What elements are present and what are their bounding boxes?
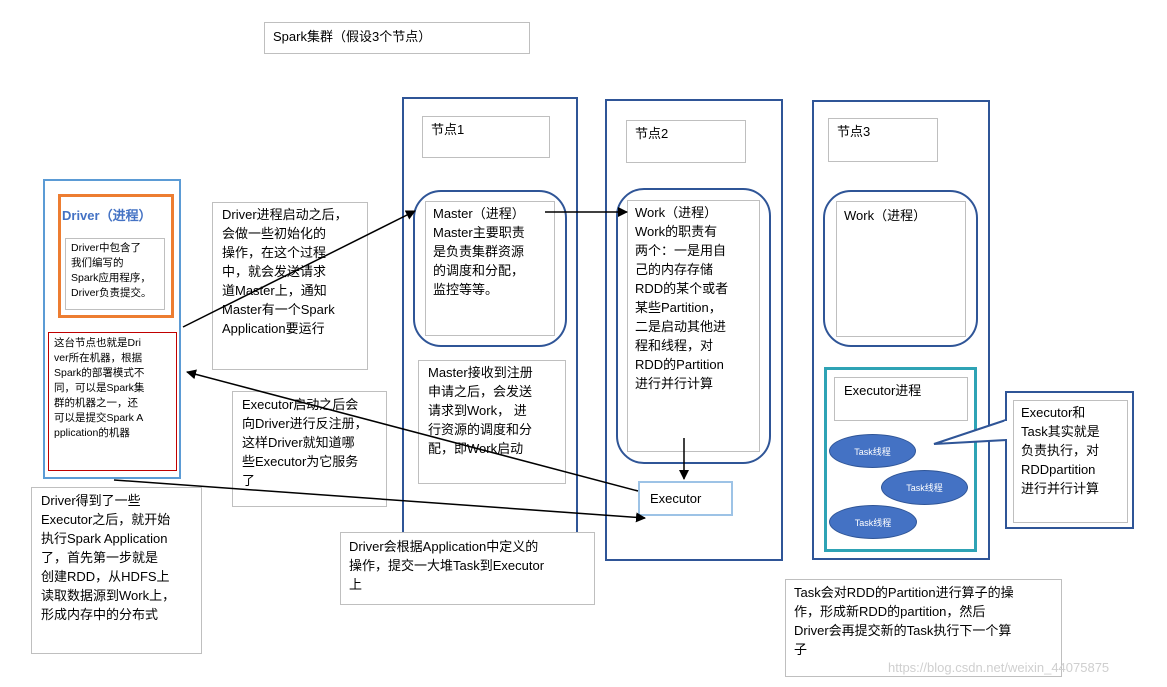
driver-process-box xyxy=(58,194,174,318)
note-driver-start: Driver进程启动之后， 会做一些初始化的 操作，在这个过程 中，就会发送请求… xyxy=(212,202,368,370)
driver-node xyxy=(43,179,181,479)
work-text-node2: Work（进程） Work的职责有 两个：一是用自 己的内存存储 RDD的某个或… xyxy=(627,200,760,452)
executor-label-node3: Executor进程 xyxy=(834,377,968,421)
work-label-node3: Work（进程） xyxy=(836,201,966,337)
task-thread-3: Task线程 xyxy=(829,505,917,539)
node3 xyxy=(812,100,990,560)
note-master-receive: Master接收到注册 申请之后，会发送 请求到Work， 进 行资源的调度和分… xyxy=(418,360,566,484)
executor-node2: Executor xyxy=(638,481,733,516)
driver-description: Driver中包含了 我们编写的 Spark应用程序， Driver负责提交。 xyxy=(65,238,165,310)
note-task-operation: Task会对RDD的Partition进行算子的操 作，形成新RDD的parti… xyxy=(785,579,1062,677)
note-submit-task: Driver会根据Application中定义的 操作，提交一大堆Task到Ex… xyxy=(340,532,595,605)
task-thread-1: Task线程 xyxy=(829,434,916,468)
note-driver-got-executor: Driver得到了一些 Executor之后，就开始 执行Spark Appli… xyxy=(31,487,202,654)
master-text: Master（进程） Master主要职责 是负责集群资源 的调度和分配， 监控… xyxy=(425,201,555,336)
watermark: https://blog.csdn.net/weixin_44075875 xyxy=(888,660,1110,675)
note-executor-register: Executor启动之后会 向Driver进行反注册， 这样Driver就知道哪… xyxy=(232,391,387,507)
driver-title: Driver（进程） xyxy=(62,208,152,223)
node2 xyxy=(605,99,783,561)
node2-label: 节点2 xyxy=(626,120,746,163)
driver-machine-note: 这台节点也就是Dri ver所在机器，根据 Spark的部署模式不 同，可以是S… xyxy=(48,332,177,471)
diagram-title: Spark集群（假设3个节点） xyxy=(264,22,530,54)
task-thread-2: Task线程 xyxy=(881,470,968,505)
node1-label: 节点1 xyxy=(422,116,550,158)
note-executor-task: Executor和 Task其实就是 负责执行，对 RDDpartition 进… xyxy=(1013,400,1128,523)
node3-label: 节点3 xyxy=(828,118,938,162)
